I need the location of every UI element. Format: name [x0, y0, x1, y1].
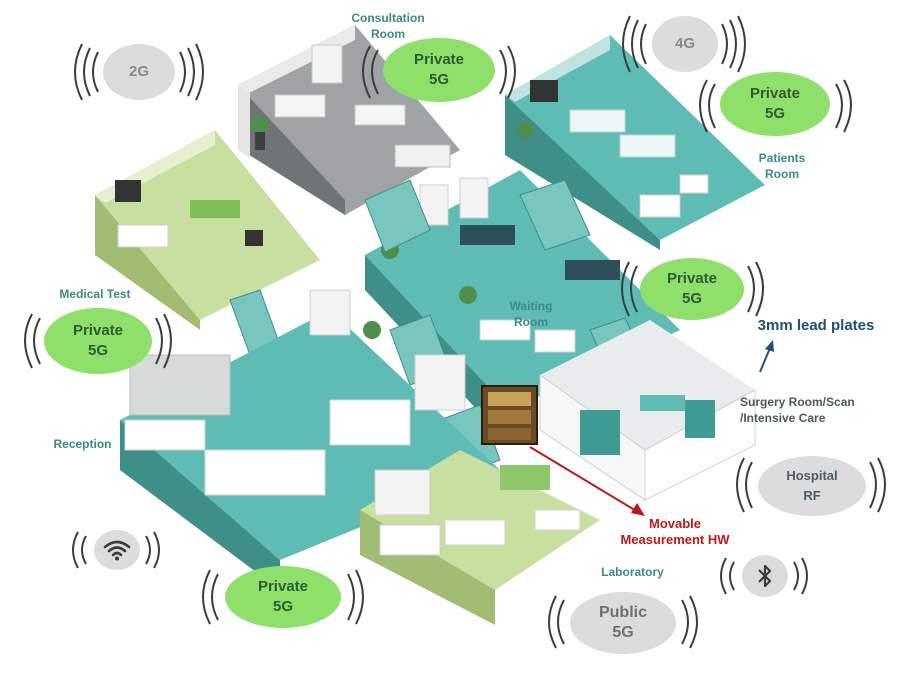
badge-private-5g-waiting-line1: Private [666, 270, 718, 287]
signal-waves [24, 15, 886, 649]
laboratory-label: Laboratory [601, 565, 664, 579]
surgery-room-label: Surgery Room/Scan /Intensive Care [740, 394, 870, 426]
badge-public-5g-line2: 5G [612, 624, 634, 641]
lead-plates-annotation: 3mm lead plates [757, 317, 875, 334]
badge-hospital-rf-line2: RF [803, 488, 821, 503]
medical-test-room-floor [95, 130, 320, 330]
badge-private-5g-medical: Private 5G [44, 308, 152, 374]
badge-4g: 4G [652, 16, 718, 72]
wifi-icon [94, 530, 140, 570]
badge-private-5g-patients: Private 5G [720, 72, 830, 136]
badge-private-5g-waiting-line2: 5G [681, 290, 702, 307]
consultation-room-floor [238, 25, 460, 215]
measurement-hw-arrow [529, 446, 645, 516]
lead-plates-arrow [759, 340, 774, 373]
badge-private-5g-patients-line1: Private [749, 85, 801, 102]
consultation-room-label-line1: Consultation [351, 11, 425, 25]
surgery-room-label-line2: /Intensive Care [740, 411, 826, 425]
badge-hospital-rf-line1: Hospital [786, 468, 838, 483]
movable-hw-annotation: Movable Measurement HW [605, 516, 745, 548]
badge-2g: 2G [103, 44, 175, 100]
surgery-room-block [539, 320, 756, 501]
badge-public-5g: Public 5G [570, 592, 676, 654]
badge-2g-label: 2G [128, 63, 149, 80]
bluetooth-icon-glyph [758, 564, 772, 588]
badge-private-5g-medical-line2: 5G [87, 342, 108, 359]
badge-private-5g-patients-line2: 5G [764, 105, 785, 122]
badge-private-5g-bottom: Private 5G [225, 566, 341, 628]
waiting-room-label: Waiting Room [496, 298, 566, 330]
medical-test-label: Medical Test [59, 287, 131, 301]
bluetooth-icon [742, 555, 788, 597]
wifi-icon-glyph [103, 540, 131, 561]
badge-private-5g-consultation-line1: Private [413, 51, 465, 68]
patients-room-label-line1: Patients [758, 151, 806, 165]
patients-room-label: Patients Room [742, 150, 822, 182]
badge-private-5g-bottom-line2: 5G [272, 598, 293, 615]
surgery-room-label-line1: Surgery Room/Scan [740, 395, 855, 409]
badge-4g-label: 4G [674, 35, 695, 52]
reception-label: Reception [53, 437, 112, 451]
badge-private-5g-waiting: Private 5G [640, 258, 744, 320]
waiting-room-label-line2: Room [514, 315, 548, 329]
badge-hospital-rf: Hospital RF [758, 456, 866, 516]
movable-hw-annotation-line2: Measurement HW [620, 532, 730, 547]
badge-private-5g-medical-line1: Private [72, 322, 124, 339]
badge-private-5g-consultation: Private 5G [383, 38, 495, 102]
consultation-room-label: Consultation Room [338, 10, 438, 42]
badge-private-5g-bottom-line1: Private [257, 578, 309, 595]
patients-room-label-line2: Room [765, 167, 799, 181]
consultation-room-label-line2: Room [371, 27, 405, 41]
measurement-hw-cabinet [481, 385, 538, 445]
badge-private-5g-consultation-line2: 5G [428, 71, 449, 88]
laboratory-floor [360, 450, 600, 625]
waiting-room-label-line1: Waiting [509, 299, 553, 313]
movable-hw-annotation-line1: Movable [648, 516, 701, 531]
patients-room-floor [505, 35, 765, 250]
badge-public-5g-line1: Public [598, 604, 647, 621]
